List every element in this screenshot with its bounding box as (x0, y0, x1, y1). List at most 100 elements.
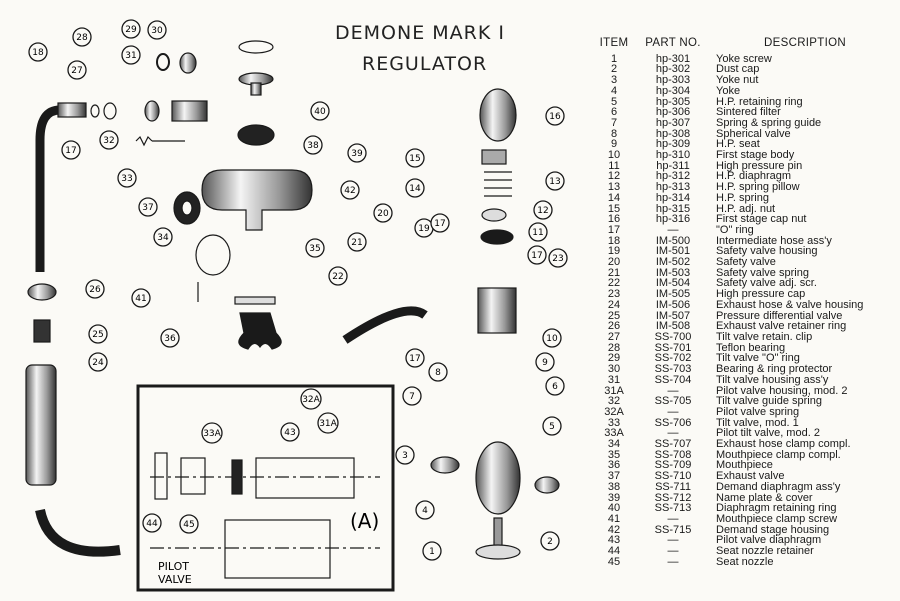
spring-pillow-part (481, 208, 507, 222)
row-description: Diaphragm retaining ring (716, 502, 837, 515)
row-description: H.P. adj. nut (716, 202, 776, 215)
row-description: Yoke nut (716, 74, 759, 87)
callout-1: 1 (422, 541, 442, 561)
row-part-no: hp-304 (655, 84, 691, 97)
row-item: 27 (607, 330, 621, 343)
callout-circle (61, 140, 81, 160)
row-part-no: IM-500 (655, 234, 691, 247)
parts-list-row: 32A—Pilot valve spring (596, 407, 896, 418)
row-part-no: SS-700 (654, 330, 692, 343)
callout-35: 35 (305, 238, 325, 258)
callout-number: 36 (164, 334, 176, 344)
row-item: 13 (607, 181, 621, 194)
row-part-no: IM-502 (655, 256, 691, 269)
callout-circle (373, 203, 393, 223)
callout-33a: 33A (201, 422, 223, 444)
row-item: 14 (607, 191, 621, 204)
callout-32: 32 (99, 130, 119, 150)
row-item: 20 (607, 256, 621, 269)
row-item: 42 (607, 523, 621, 536)
row-part-no: SS-709 (654, 459, 692, 472)
cap-nut-part (479, 88, 517, 142)
callout-31a: 31A (317, 412, 339, 434)
callout-circle (422, 541, 442, 561)
callout-number: 1 (429, 547, 435, 557)
callout-circle (545, 106, 565, 126)
callout-number: 3 (402, 451, 408, 461)
callout-25: 25 (88, 324, 108, 344)
row-description: Demand diaphragm ass'y (716, 480, 841, 493)
callout-circle (147, 20, 167, 40)
callout-45: 45 (179, 514, 199, 534)
callout-9: 9 (535, 352, 555, 372)
row-part-no: hp-301 (655, 52, 691, 65)
callout-circle (405, 348, 425, 368)
row-part-no: hp-312 (655, 170, 691, 183)
row-item: 31A (604, 384, 624, 397)
callout-number: 45 (183, 520, 194, 530)
callout-17: 17 (61, 140, 81, 160)
parts-list-row: 17—"O" ring (596, 225, 896, 236)
callout-circle (121, 19, 141, 39)
callout-14: 14 (405, 178, 425, 198)
row-description: Exhaust valve retainer ring (716, 320, 847, 333)
parts-list-row: 43—Pilot valve diaphragm (596, 535, 896, 546)
row-item: 7 (610, 116, 618, 129)
row-item: 25 (607, 309, 621, 322)
pilot-diaphragm-part (231, 459, 243, 495)
row-description: First stage cap nut (716, 213, 807, 226)
row-part-no: SS-702 (654, 352, 692, 365)
callout-number: 14 (409, 184, 421, 194)
row-part-no: hp-313 (655, 181, 691, 194)
exhaust-housing-part (25, 364, 57, 486)
row-description: Tilt valve guide spring (716, 395, 822, 408)
row-part-no: — (667, 427, 679, 440)
demand-housing-part (201, 169, 313, 231)
callout-circle (142, 513, 162, 533)
row-description: H.P. seat (716, 138, 760, 151)
row-description: Exhaust hose clamp compl. (716, 438, 851, 451)
row-item: 1 (610, 52, 618, 65)
inset-detail-box (136, 384, 395, 592)
callout-17: 17 (430, 213, 450, 233)
header-part-no: PART NO. (645, 37, 701, 49)
row-item: 38 (607, 480, 621, 493)
callout-15: 15 (405, 148, 425, 168)
callout-17: 17 (527, 245, 547, 265)
callout-number: 26 (89, 285, 101, 295)
row-description: Spherical valve (716, 127, 791, 140)
callout-17: 17 (405, 348, 425, 368)
hose-fitting-part (57, 102, 87, 118)
callout-number: 44 (146, 519, 158, 529)
callout-30: 30 (147, 20, 167, 40)
callout-number: 17 (409, 354, 420, 364)
row-part-no: hp-302 (655, 63, 691, 76)
callout-number: 11 (532, 228, 543, 238)
row-item: 44 (607, 545, 621, 558)
callout-circle (72, 27, 92, 47)
callout-circle (415, 500, 435, 520)
row-description: Seat nozzle (716, 555, 774, 568)
callout-circle (131, 288, 151, 308)
row-part-no: — (667, 405, 679, 418)
callout-circle (88, 324, 108, 344)
header-description: DESCRIPTION (764, 37, 846, 49)
row-item: 18 (607, 234, 621, 247)
callout-circle (310, 101, 330, 121)
callout-number: 20 (377, 209, 389, 219)
callout-5: 5 (542, 416, 562, 436)
callout-number: 19 (418, 224, 430, 234)
parts-list-row: 33A—Pilot tilt valve, mod. 2 (596, 428, 896, 439)
callout-circle (153, 227, 173, 247)
row-part-no: hp-314 (655, 191, 691, 204)
row-part-no: IM-501 (655, 245, 691, 258)
